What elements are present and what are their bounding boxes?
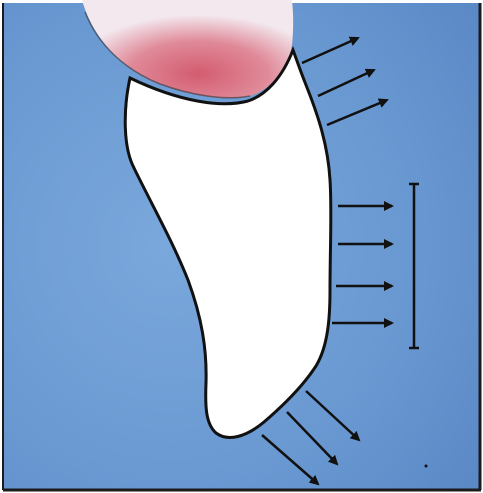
speck-dot bbox=[425, 465, 428, 468]
